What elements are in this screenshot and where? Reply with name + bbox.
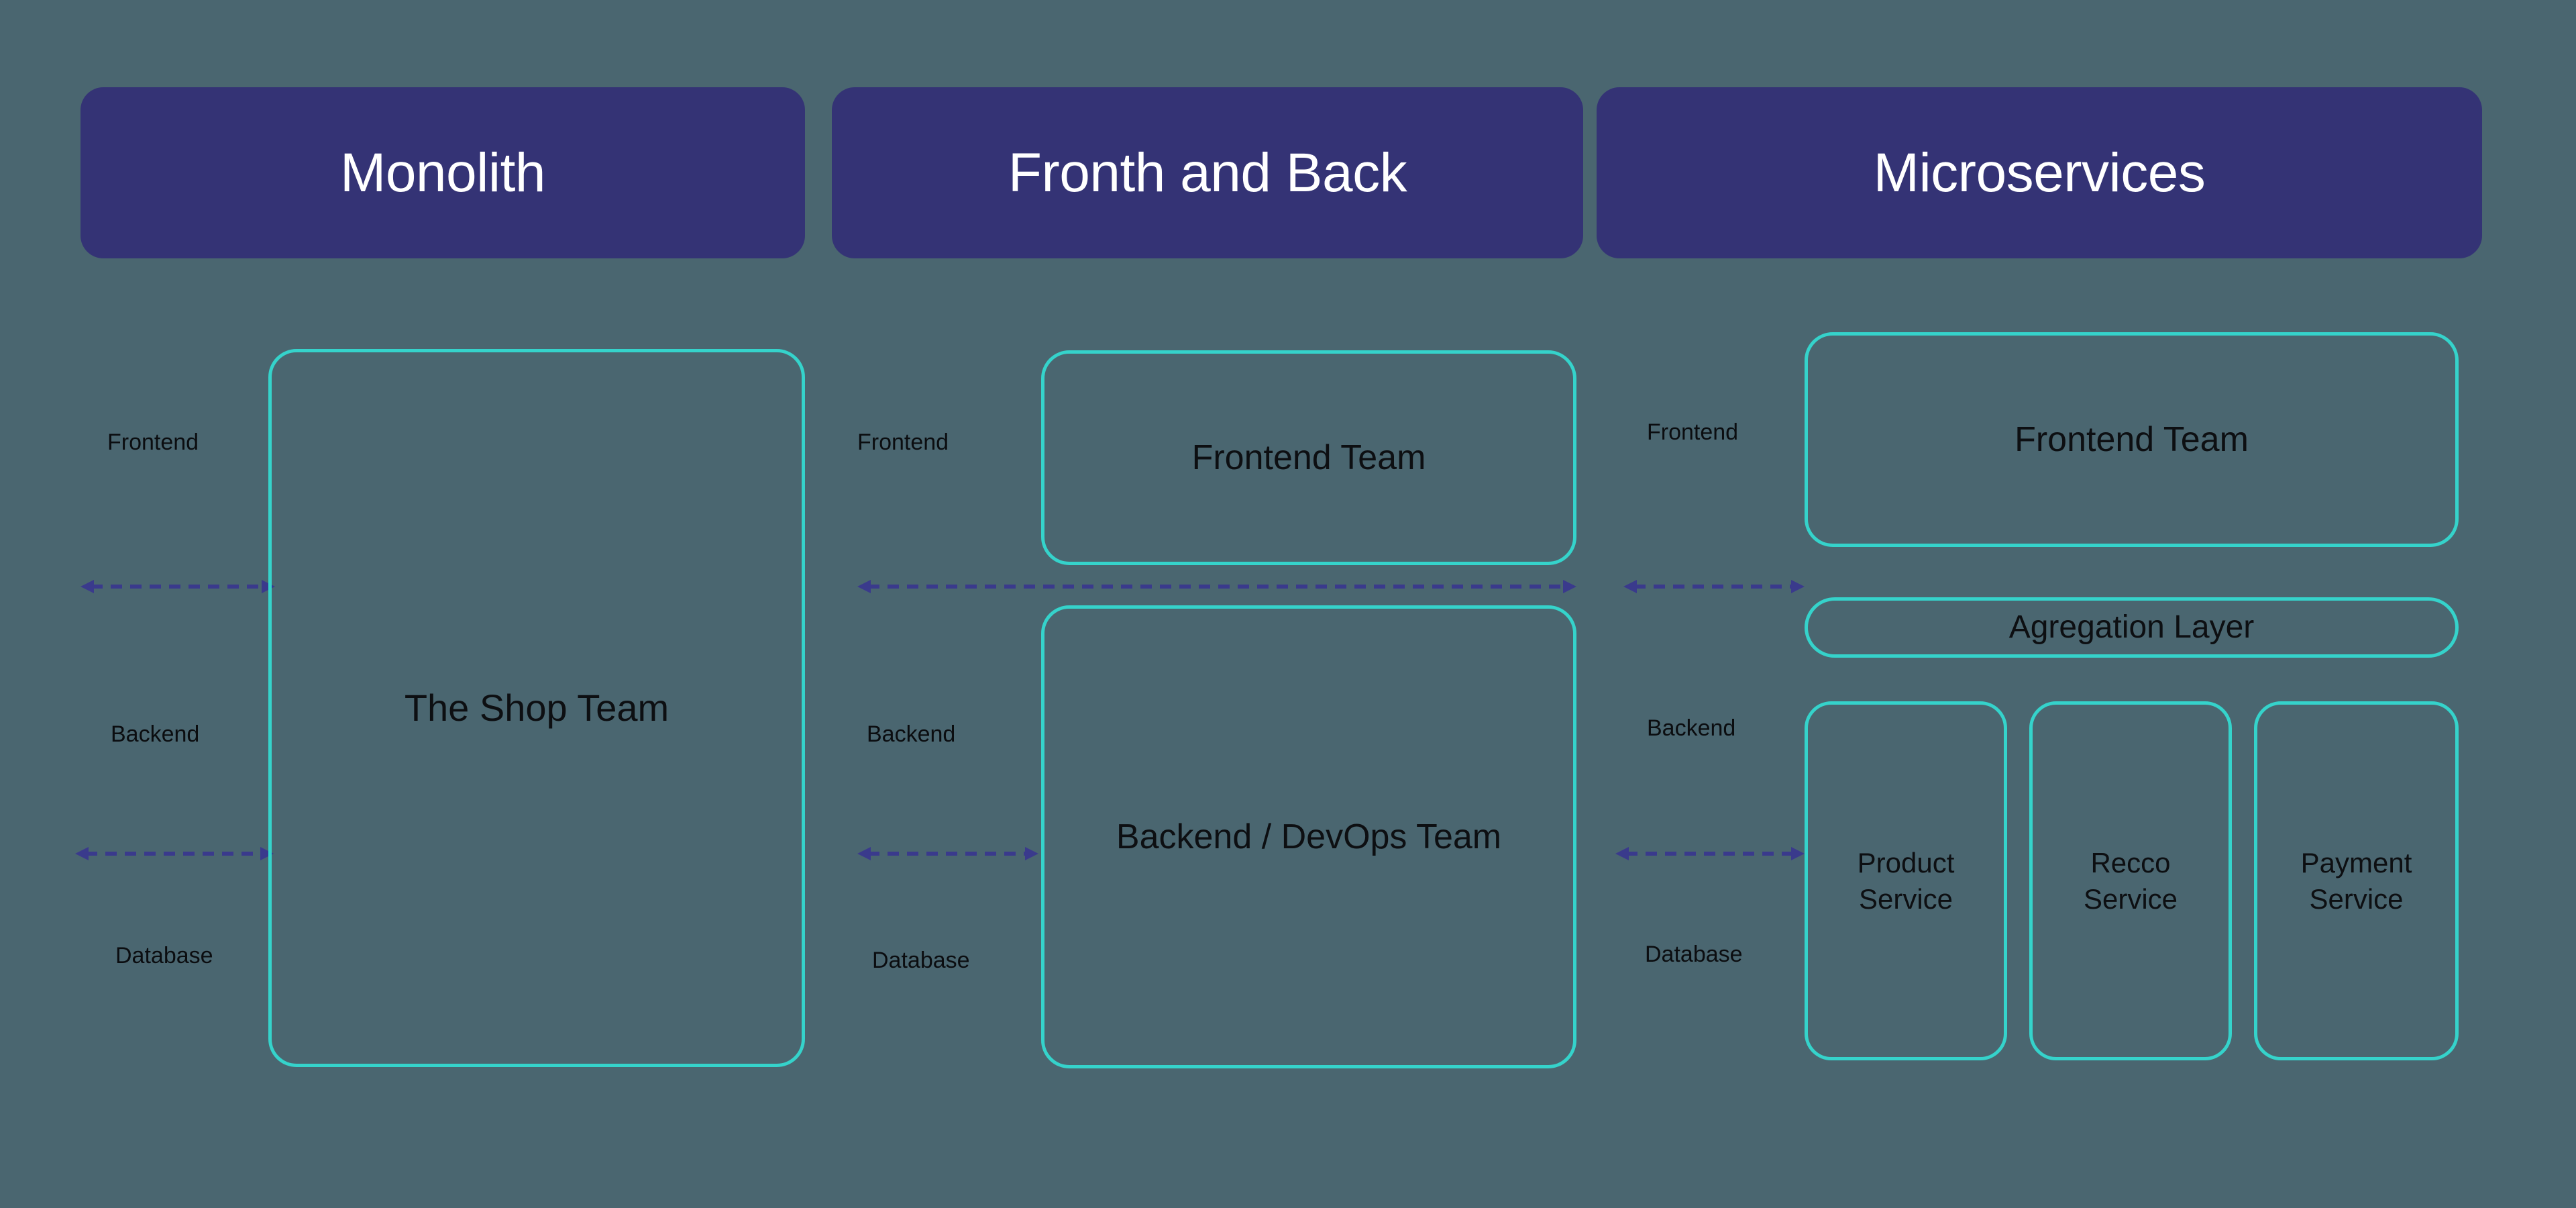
double-headed-dashed-arrow-icon: [75, 845, 274, 862]
row-label-frontend-monolith: Frontend: [107, 430, 199, 455]
row-label-database-microservices: Database: [1645, 942, 1743, 967]
box-backend-devops-team[interactable]: Backend / DevOps Team: [1041, 605, 1576, 1068]
row-label-database-front-and-back: Database: [872, 948, 970, 973]
row-label-backend-front-and-back: Backend: [867, 721, 956, 747]
double-headed-dashed-arrow-icon: [857, 845, 1038, 862]
box-recco-service[interactable]: Recco Service: [2029, 701, 2232, 1060]
double-headed-dashed-arrow-icon: [80, 578, 275, 595]
box-the-shop-team[interactable]: The Shop Team: [268, 349, 805, 1067]
header-row: Monolith Fronth and Back Microservices: [0, 0, 2576, 268]
row-label-backend-microservices: Backend: [1647, 715, 1736, 741]
box-product-service[interactable]: Product Service: [1805, 701, 2007, 1060]
header-front-and-back[interactable]: Fronth and Back: [832, 87, 1583, 258]
box-frontend-team-microservices[interactable]: Frontend Team: [1805, 332, 2459, 547]
double-headed-dashed-arrow-icon: [1615, 845, 1805, 862]
box-aggregation-layer[interactable]: Agregation Layer: [1805, 597, 2459, 658]
double-headed-dashed-arrow-icon: [1623, 578, 1805, 595]
double-headed-dashed-arrow-icon: [857, 578, 1576, 595]
header-monolith[interactable]: Monolith: [80, 87, 805, 258]
box-frontend-team-front-and-back[interactable]: Frontend Team: [1041, 350, 1576, 565]
header-microservices[interactable]: Microservices: [1597, 87, 2482, 258]
row-label-frontend-microservices: Frontend: [1647, 419, 1739, 445]
row-label-backend-monolith: Backend: [111, 721, 200, 747]
box-payment-service[interactable]: Payment Service: [2254, 701, 2459, 1060]
row-label-frontend-front-and-back: Frontend: [857, 430, 949, 455]
row-label-database-monolith: Database: [115, 943, 213, 968]
